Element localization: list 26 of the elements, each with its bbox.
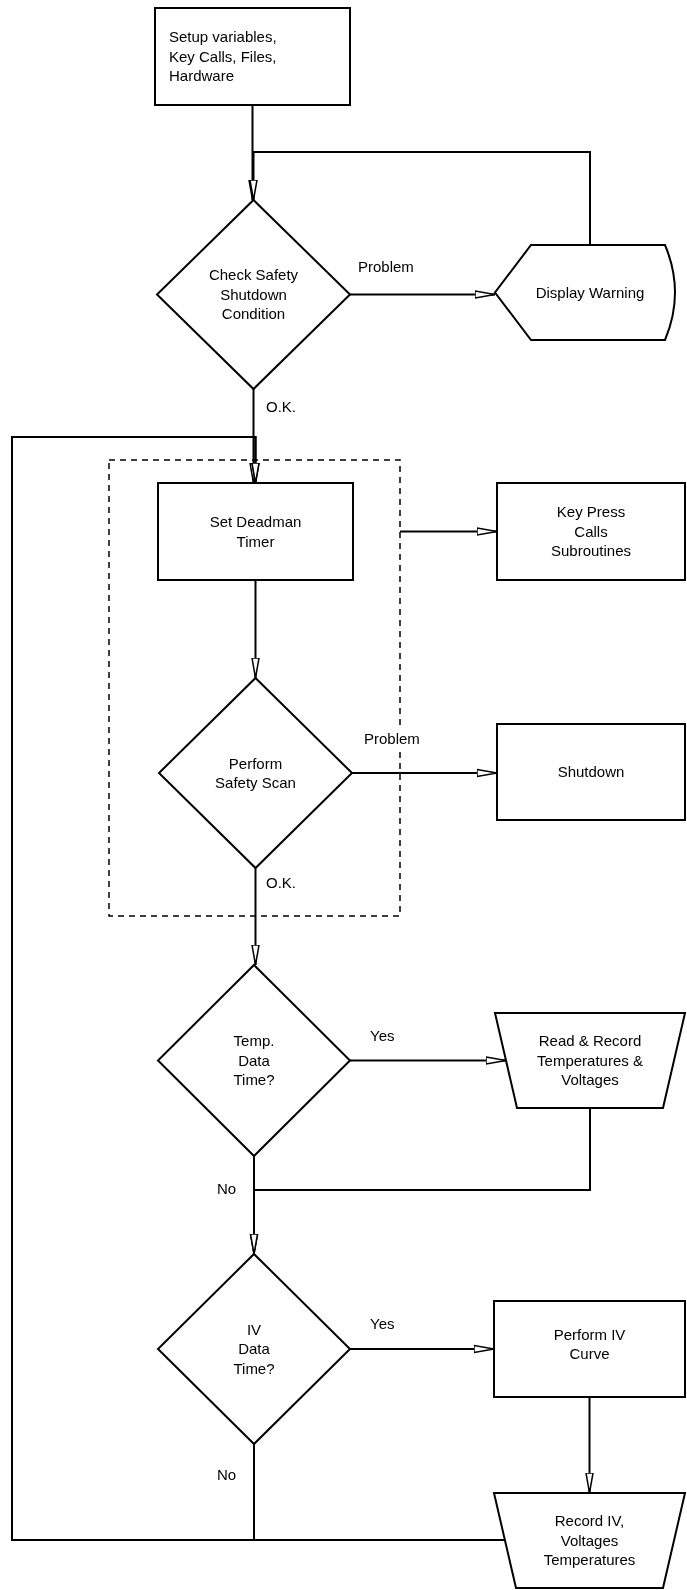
node-text: Shutdown bbox=[557, 762, 625, 782]
edge-label: Problem bbox=[356, 258, 416, 275]
node-text: Set Deadman Timer bbox=[208, 512, 303, 551]
arrow bbox=[399, 527, 498, 536]
node-text: IV Data Time? bbox=[233, 1319, 275, 1379]
arrow bbox=[351, 768, 498, 778]
node-text: Temp. Data Time? bbox=[232, 1031, 276, 1090]
edge-label: Problem bbox=[362, 730, 422, 747]
arrow bbox=[248, 104, 257, 201]
node-text: Setup variables, Key Calls, Files, Hardware bbox=[169, 27, 278, 86]
arrow bbox=[349, 1056, 507, 1065]
node-text: Record IV, Voltages Temperatures bbox=[542, 1511, 637, 1570]
node-text: Perform IV Curve bbox=[552, 1324, 627, 1364]
arrow bbox=[585, 1396, 594, 1494]
arrow bbox=[251, 867, 260, 966]
arrow bbox=[349, 1344, 495, 1354]
node-text: Read & Record Temperatures & Voltages bbox=[536, 1031, 644, 1090]
node-text: Perform Safety Scan bbox=[214, 753, 297, 793]
node-text: Check Safety Shutdown Condition bbox=[207, 265, 300, 324]
arrow bbox=[349, 290, 496, 299]
arrow bbox=[249, 151, 591, 246]
arrow bbox=[249, 1107, 591, 1255]
arrow bbox=[249, 388, 258, 484]
node-text: Key Press Calls Subroutines bbox=[549, 502, 633, 561]
node-text: Display Warning bbox=[535, 282, 645, 303]
arrow bbox=[251, 579, 260, 679]
